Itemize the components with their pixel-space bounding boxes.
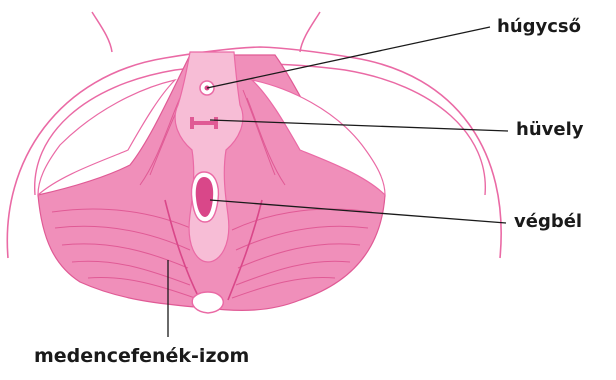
rectum-label: végbél	[514, 213, 582, 231]
urethra-label: húgycső	[497, 18, 581, 36]
pelvic-floor-muscle-label: medencefenék-izom	[34, 347, 249, 366]
right-thigh-line	[300, 12, 320, 52]
vagina-label: hüvely	[516, 121, 583, 139]
coccyx	[192, 292, 223, 313]
left-thigh-line	[92, 12, 112, 52]
